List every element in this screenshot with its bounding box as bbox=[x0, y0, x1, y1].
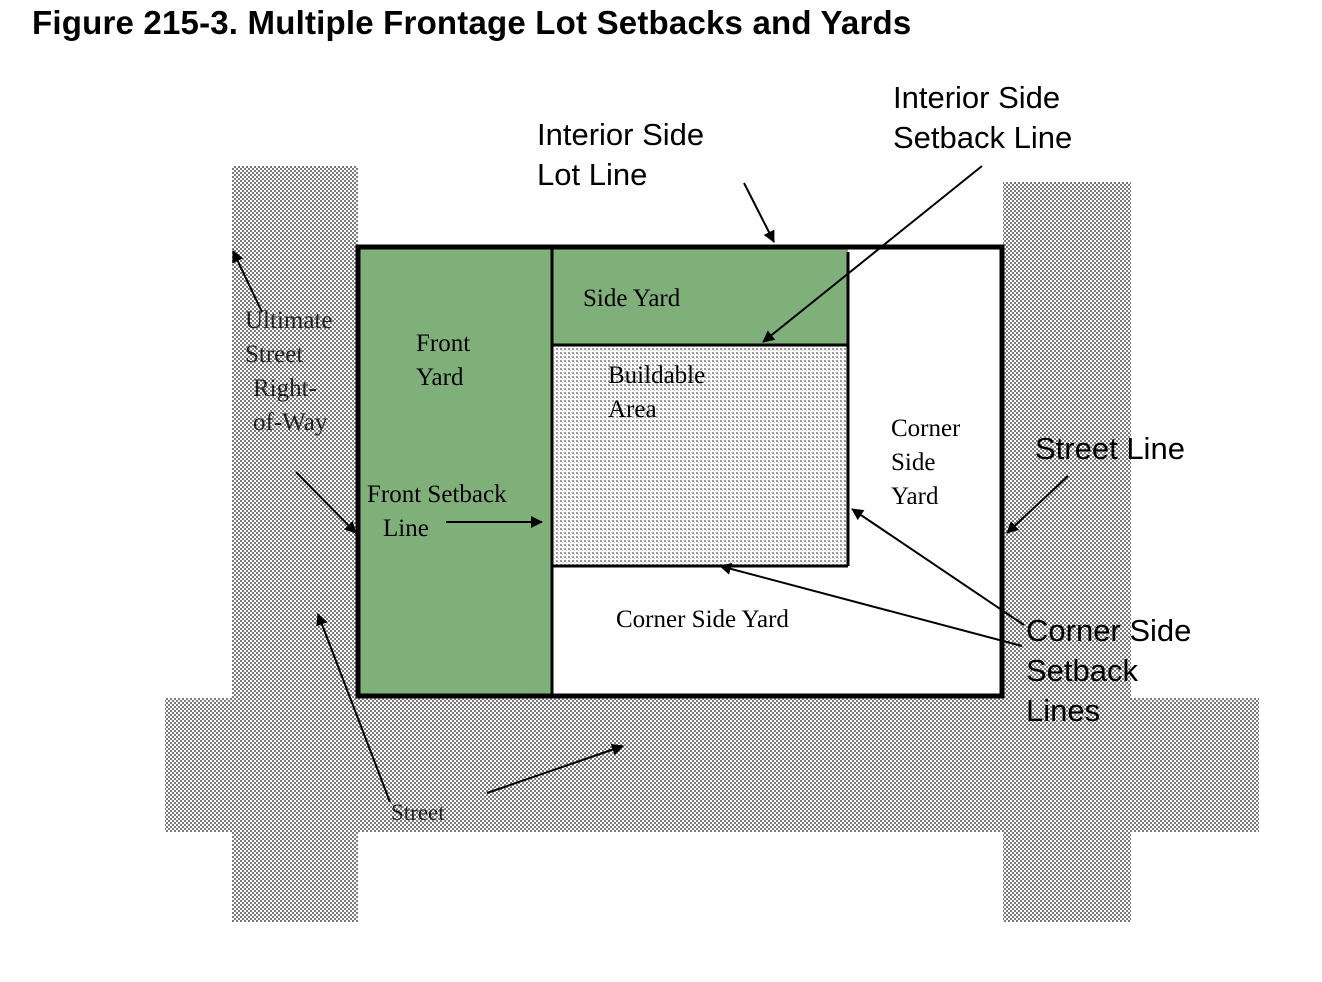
label-line: Front Setback bbox=[367, 481, 507, 508]
label-line: Buildable bbox=[608, 362, 706, 389]
arrow-street-left bbox=[316, 613, 391, 803]
label-corner-side-yard-bottom: Corner Side Yard bbox=[616, 606, 789, 633]
label-line: Area bbox=[608, 396, 657, 423]
label-front-setback-line: Front Setback Line bbox=[367, 478, 507, 546]
figure-title: Figure 215-3. Multiple Frontage Lot Setb… bbox=[32, 4, 912, 41]
label-line: of-Way bbox=[253, 409, 328, 436]
street-areas bbox=[165, 166, 1259, 922]
side-yard-area bbox=[552, 247, 848, 345]
label-buildable-area: Buildable Area bbox=[608, 359, 705, 427]
label-side-yard: Side Yard bbox=[583, 285, 681, 312]
buildable-area bbox=[554, 345, 848, 566]
label-line: Line bbox=[383, 515, 429, 542]
label-line: Yard bbox=[891, 483, 939, 504]
label-line: Setback bbox=[1026, 653, 1139, 688]
lot-line bbox=[355, 244, 1005, 699]
label-line: Ultimate bbox=[245, 307, 333, 334]
label-line: Right- bbox=[253, 375, 317, 402]
label-interior-side-lot-line: Interior Side Lot Line bbox=[537, 115, 704, 195]
label-line: Corner Side bbox=[1026, 613, 1192, 648]
label-corner-side-setback-lines: Corner Side Setback Lines bbox=[1026, 611, 1191, 731]
label-line: Corner bbox=[891, 415, 961, 442]
label-line: Lines bbox=[1026, 693, 1101, 728]
label-line: Front bbox=[416, 330, 471, 357]
front-yard-area bbox=[358, 247, 552, 696]
label-corner-side-yard-right: Corner Side Yard bbox=[891, 412, 960, 504]
label-interior-side-setback-line: Interior Side Setback Line bbox=[893, 78, 1072, 158]
callout-arrows bbox=[232, 165, 1069, 803]
label-line: Yard bbox=[416, 364, 464, 391]
arrow-interior-side-lot-line bbox=[743, 182, 775, 243]
arrow-ultimate-row-top bbox=[232, 250, 263, 313]
label-line: Side bbox=[891, 449, 936, 476]
bottom-street-strip bbox=[165, 698, 1259, 832]
label-street: Street bbox=[391, 800, 445, 825]
label-line: Lot Line bbox=[537, 157, 648, 192]
arrow-interior-side-setback-line bbox=[762, 165, 983, 343]
label-line: Interior Side bbox=[893, 80, 1061, 115]
label-line: Setback Line bbox=[893, 120, 1073, 155]
label-street-line: Street Line bbox=[1035, 431, 1185, 466]
label-front-yard: Front Yard bbox=[416, 327, 470, 395]
arrow-street-right bbox=[486, 743, 624, 794]
arrow-corner-setback-vertical bbox=[851, 508, 1025, 626]
label-ultimate-street-row: Ultimate Street Right- of-Way bbox=[245, 304, 332, 440]
label-line: Street bbox=[245, 341, 304, 368]
arrow-street-line bbox=[1006, 475, 1069, 534]
arrow-corner-setback-horizontal bbox=[719, 563, 1023, 647]
arrow-ultimate-row-lot bbox=[295, 471, 357, 534]
label-line: Interior Side bbox=[537, 117, 705, 152]
